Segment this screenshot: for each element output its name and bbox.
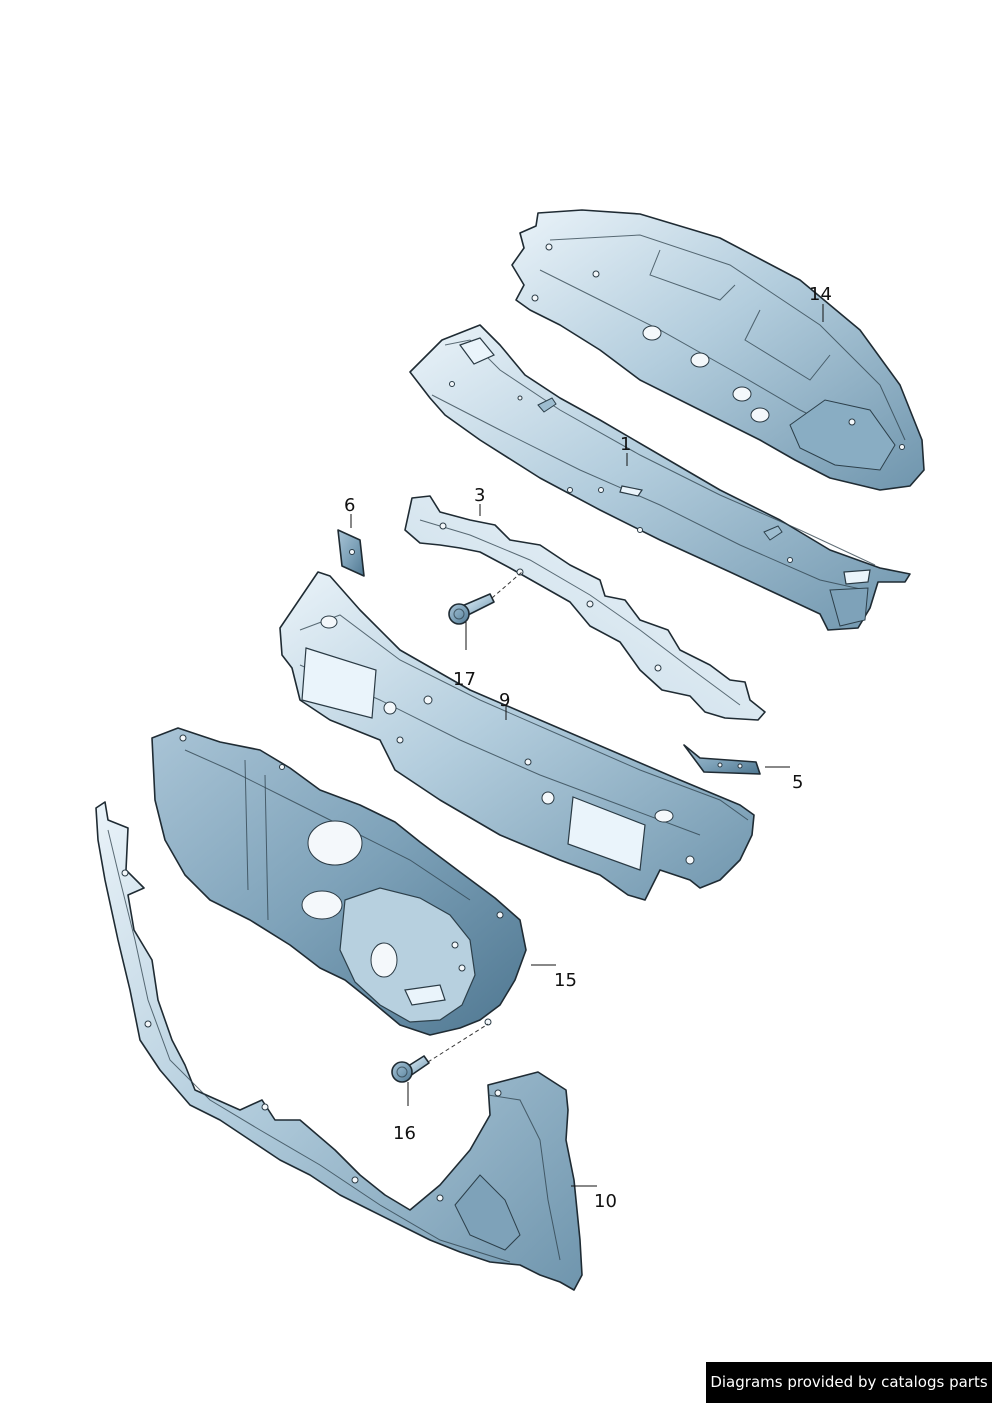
part-1-plenum-rail[interactable] <box>409 324 911 631</box>
part-5-flat-bracket[interactable] <box>683 744 761 775</box>
credit-banner: Diagrams provided by catalogs parts <box>706 1362 992 1403</box>
callout-15: 15 <box>554 970 577 991</box>
part-14-insulation-cover[interactable] <box>511 209 925 491</box>
part-15-bulkhead-insulation[interactable] <box>151 727 527 1036</box>
part-10-side-reinforcement[interactable] <box>95 801 583 1291</box>
callout-1: 1 <box>620 434 631 455</box>
callout-16: 16 <box>393 1123 416 1144</box>
fastener-line-17 <box>491 571 523 599</box>
callout-9: 9 <box>499 690 510 711</box>
part-3-reinforcement-strip[interactable] <box>404 495 766 721</box>
fastener-line-16 <box>427 1023 489 1063</box>
part-16-bolt[interactable] <box>391 1055 430 1083</box>
callout-3: 3 <box>474 485 485 506</box>
callout-10: 10 <box>594 1191 617 1212</box>
part-9-plenum-panel[interactable] <box>279 571 755 901</box>
part-6-small-bracket[interactable] <box>337 529 365 577</box>
part-17-bolt[interactable] <box>448 593 495 625</box>
callout-17: 17 <box>453 669 476 690</box>
callout-6: 6 <box>344 495 355 516</box>
callout-14: 14 <box>809 284 832 305</box>
callout-5: 5 <box>792 772 803 793</box>
